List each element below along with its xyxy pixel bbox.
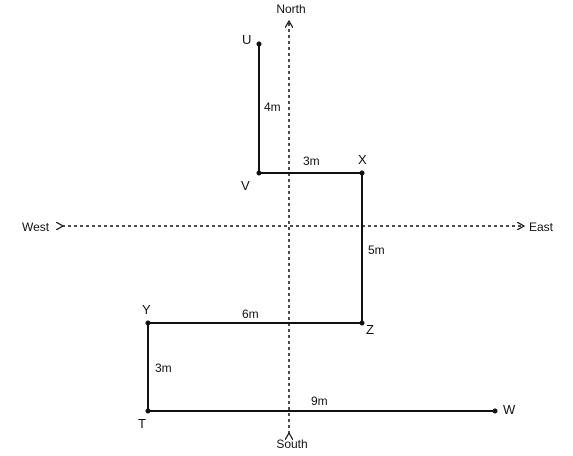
- east-label: East: [529, 220, 554, 234]
- distance-x-z: 5m: [368, 243, 385, 257]
- point-z-label: Z: [366, 322, 374, 337]
- west-label: West: [22, 220, 50, 234]
- distance-y-t: 3m: [155, 361, 172, 375]
- point-y-marker: [145, 320, 151, 326]
- point-t-marker: [145, 408, 151, 414]
- point-z-marker: [359, 320, 365, 326]
- distance-v-x: 3m: [303, 154, 320, 168]
- point-t-label: T: [138, 416, 146, 431]
- south-label: South: [276, 437, 307, 451]
- point-y-label: Y: [142, 302, 151, 317]
- point-x-label: X: [358, 152, 367, 167]
- distance-z-y: 6m: [242, 307, 259, 321]
- distance-t-w: 9m: [311, 394, 328, 408]
- point-v-marker: [256, 170, 262, 176]
- point-u-label: U: [242, 32, 251, 47]
- north-label: North: [276, 2, 305, 16]
- distance-u-v: 4m: [264, 100, 281, 114]
- point-u-marker: [256, 41, 262, 47]
- point-x-marker: [359, 170, 365, 176]
- point-v-label: V: [241, 178, 250, 193]
- point-w-marker: [492, 408, 498, 414]
- point-w-label: W: [503, 402, 516, 417]
